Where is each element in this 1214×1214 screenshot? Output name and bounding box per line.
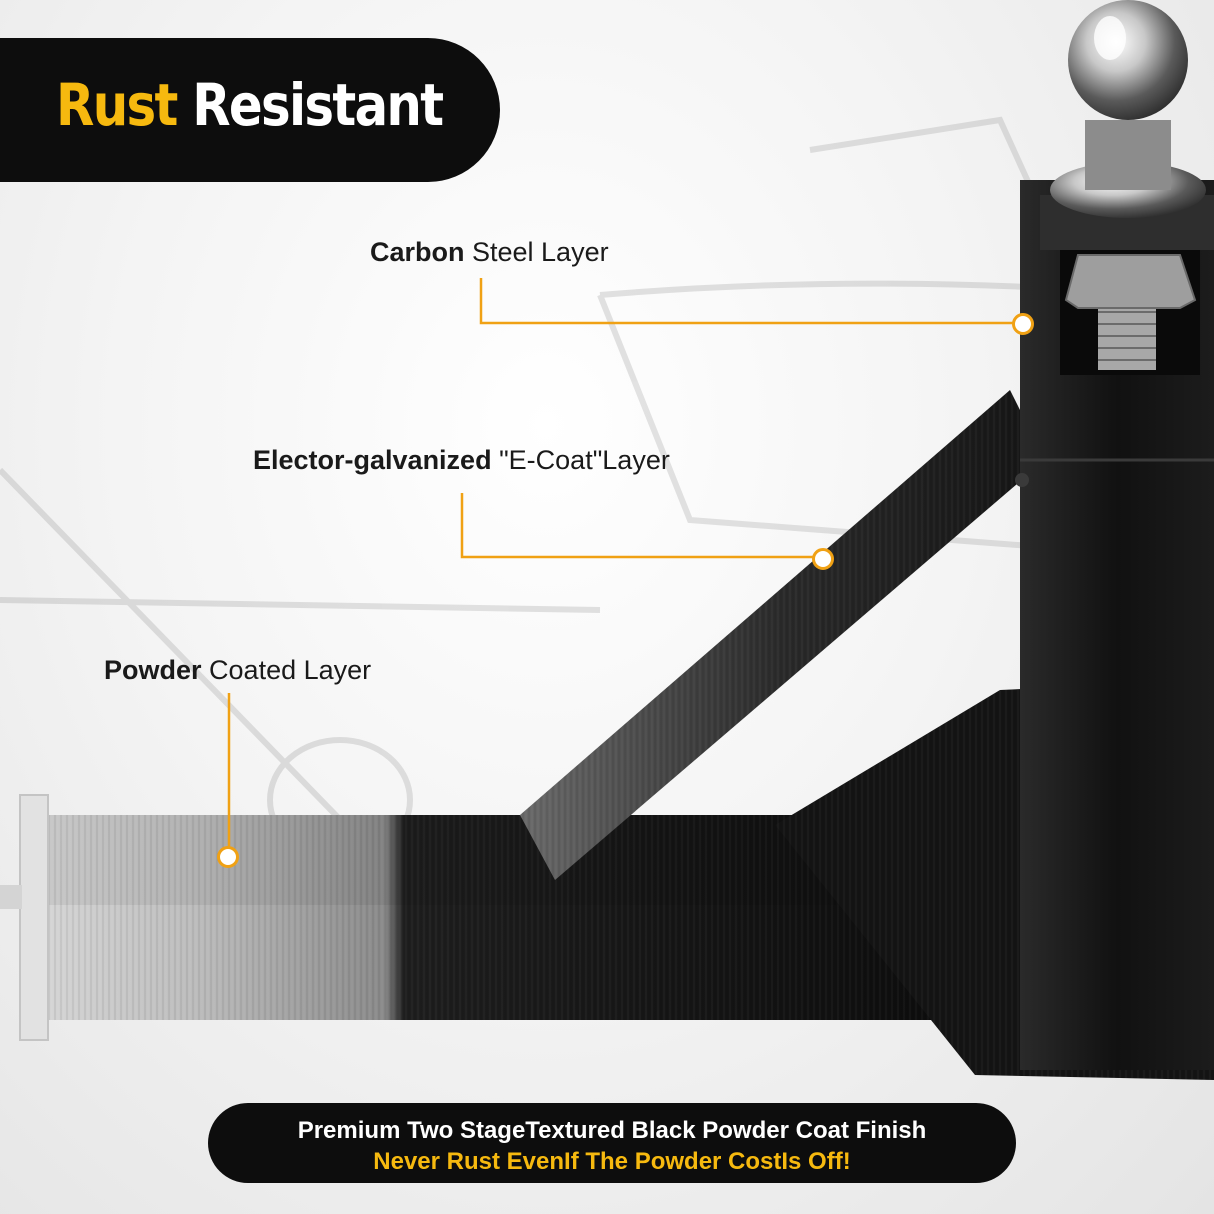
title-accent: Rust <box>56 71 178 139</box>
powder-coat-label-bold: Powder <box>104 655 202 685</box>
ecoat-label-bold: Elector-galvanized <box>253 445 492 475</box>
carbon-steel-label-rest: Steel Layer <box>464 237 609 267</box>
carbon-steel-label-bold: Carbon <box>370 237 465 267</box>
ecoat-label-rest: "E-Coat"Layer <box>491 445 670 475</box>
carbon-callout-line <box>479 278 1013 325</box>
footer-tagline: Never Rust EvenIf The Powder CostIs Off! <box>373 1148 851 1175</box>
ecoat-label: Elector-galvanized "E-Coat"Layer <box>253 447 670 474</box>
ecoat-callout-line <box>460 493 813 559</box>
page-title: Rust Resistant <box>56 76 444 134</box>
powder-coat-label-rest: Coated Layer <box>201 655 372 685</box>
footer-headline: Premium Two StageTextured Black Powder C… <box>297 1117 927 1144</box>
title-main: Resistant <box>192 71 444 139</box>
footer-banner: Premium Two StageTextured Black Powder C… <box>208 1103 1016 1183</box>
ecoat-callout-dot <box>812 548 834 570</box>
powder-coat-label: Powder Coated Layer <box>104 657 371 684</box>
carbon-callout-dot <box>1012 313 1034 335</box>
title-banner <box>0 38 500 182</box>
carbon-steel-label: Carbon Steel Layer <box>370 239 609 266</box>
powder-callout-dot <box>217 846 239 868</box>
